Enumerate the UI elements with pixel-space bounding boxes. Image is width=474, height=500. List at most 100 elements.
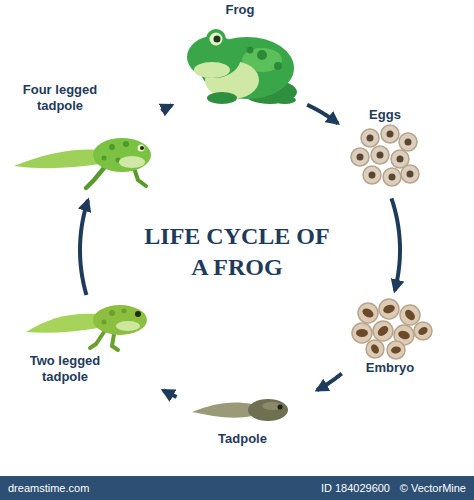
eggs-illustration-part-part <box>407 171 414 178</box>
stage-label: Tadpole <box>180 431 305 447</box>
tadpole-illustration-part <box>278 405 283 410</box>
four-legged-tadpole-illustration-part <box>93 138 151 172</box>
frog-illustration-part <box>210 33 223 46</box>
eggs-illustration-part-part <box>369 172 376 179</box>
two-legged-tadpole-illustration-part <box>93 305 147 335</box>
two-legged-tadpole-illustration-part <box>112 334 118 350</box>
cycle-arrow <box>317 374 342 391</box>
two-legged-tadpole-illustration-part <box>122 309 127 314</box>
four-legged-tadpole-illustration-part <box>140 146 144 150</box>
four-legged-tadpole-illustration-part <box>86 168 104 188</box>
eggs-illustration-part-part <box>405 139 412 146</box>
frog-illustration-part <box>194 62 230 78</box>
embryo-illustration-part-part <box>373 321 393 341</box>
frog-illustration-part <box>206 29 226 49</box>
stage-label: Eggs <box>346 107 424 123</box>
tadpole-illustration-part <box>262 402 282 410</box>
two-legged-tadpole-illustration-part <box>90 332 104 348</box>
four-legged-tadpole-illustration-part <box>14 150 100 169</box>
eggs-illustration-part-part <box>351 148 369 166</box>
eggs-illustration-part-part <box>387 131 394 138</box>
two-legged-tadpole-illustration-part <box>26 314 98 333</box>
embryo-illustration-part-part <box>379 299 399 319</box>
stage-node: Frog <box>180 0 304 106</box>
cycle-arrow <box>391 198 400 290</box>
cycle-arrow <box>161 105 172 110</box>
two-legged-tadpole-illustration-part <box>109 310 115 316</box>
stage-label: Two legged tadpole <box>15 353 115 385</box>
embryo-illustration-part <box>356 303 429 355</box>
eggs-illustration-part-part <box>397 156 404 163</box>
embryo-illustration-part-part <box>397 329 411 341</box>
eggs-illustration <box>351 125 419 186</box>
embryo-illustration-part-part <box>382 303 396 315</box>
embryo-illustration-part-part <box>358 303 378 323</box>
embryo-illustration-part-part <box>366 340 384 358</box>
embryo-illustration-part-part <box>376 324 390 338</box>
cycle-arrow <box>80 200 88 295</box>
embryo-illustration-part-part <box>387 341 405 359</box>
four-legged-tadpole-illustration-part <box>134 168 146 186</box>
diagram-title: LIFE CYCLE OF A FROG <box>137 221 337 283</box>
stage-label: Embryo <box>345 360 435 376</box>
frog-illustration-part <box>214 36 221 43</box>
four-legged-tadpole-illustration-part <box>109 144 115 150</box>
embryo-illustration-part-part <box>400 305 420 325</box>
two-legged-tadpole-illustration <box>26 305 147 350</box>
eggs-illustration-part-part <box>363 166 381 184</box>
stage-node: Tadpole <box>180 393 309 455</box>
two-legged-tadpole-illustration-part <box>135 311 141 317</box>
eggs-illustration-part-part <box>389 174 396 181</box>
eggs-illustration-part-part <box>377 152 384 159</box>
eggs-illustration-part-part <box>399 133 417 151</box>
eggs-illustration-part-part <box>371 146 389 164</box>
eggs-illustration-part-part <box>381 125 399 143</box>
frog-illustration-part <box>274 62 282 70</box>
embryo-illustration-part-part <box>356 329 368 337</box>
eggs-illustration-part <box>351 125 419 186</box>
stage-node: Four legged tadpole <box>8 80 158 192</box>
four-legged-tadpole-illustration-part <box>119 156 145 168</box>
eggs-illustration-part-part <box>367 135 374 142</box>
embryo-illustration-part-part <box>390 346 401 355</box>
four-legged-tadpole-illustration <box>14 138 151 188</box>
frog-illustration-part <box>257 50 267 60</box>
stage-label: Frog <box>180 2 300 18</box>
eggs-illustration-part-part <box>383 168 401 186</box>
frog-illustration-part <box>207 92 237 104</box>
frog-illustration <box>187 29 297 104</box>
embryo-illustration-part-part <box>414 322 432 340</box>
footer-bar: dreamstime.com ID 184029600 © VectorMine <box>0 476 474 500</box>
two-legged-tadpole-illustration-part <box>102 320 107 325</box>
eggs-illustration-part-part <box>357 154 364 161</box>
embryo-illustration-part-part <box>417 325 429 336</box>
embryo-illustration-part <box>352 299 432 359</box>
embryo-illustration-part-part <box>352 323 372 343</box>
stage-node: Eggs <box>346 105 428 195</box>
cycle-arrow <box>307 105 338 124</box>
frog-illustration-part <box>274 96 296 104</box>
stage-node: Embryo <box>345 299 439 379</box>
embryo-illustration-part-part <box>361 307 375 320</box>
embryo-illustration <box>352 299 432 359</box>
watermark-text: © VectorMine <box>400 481 466 495</box>
stage-node: Two legged tadpole <box>15 298 155 392</box>
eggs-illustration-part-part <box>401 165 419 183</box>
embryo-illustration-part-part <box>403 308 417 322</box>
watermark-text: ID 184029600 <box>321 481 390 495</box>
four-legged-tadpole-illustration-part <box>102 156 107 161</box>
eggs-illustration-part <box>357 131 414 181</box>
frog-illustration-part <box>247 47 254 54</box>
watermark-text: dreamstime.com <box>8 481 89 495</box>
four-legged-tadpole-illustration-part <box>138 145 145 152</box>
tadpole-illustration-part <box>192 402 252 417</box>
eggs-illustration-part-part <box>361 129 379 147</box>
tadpole-illustration-part <box>248 399 288 421</box>
cycle-arrow <box>163 390 176 397</box>
two-legged-tadpole-illustration-part <box>116 321 140 331</box>
four-legged-tadpole-illustration-part <box>123 141 129 147</box>
tadpole-illustration <box>192 399 288 421</box>
